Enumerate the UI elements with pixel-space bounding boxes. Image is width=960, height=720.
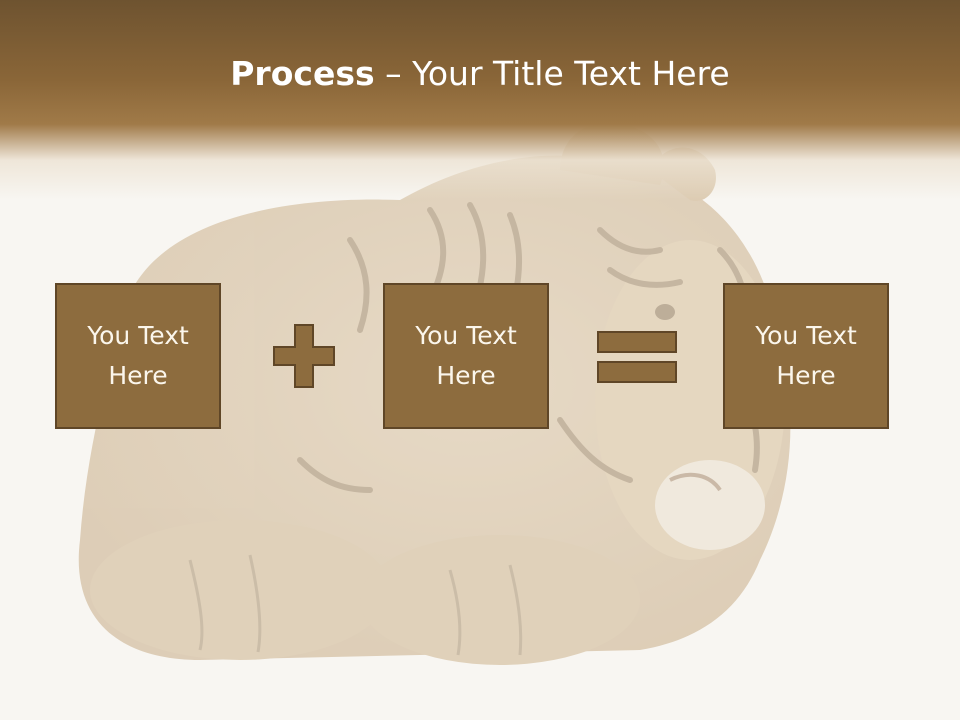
process-box-2: You Text Here bbox=[383, 283, 549, 429]
plus-icon bbox=[273, 324, 335, 388]
equals-icon bbox=[597, 331, 677, 383]
title-band bbox=[0, 0, 960, 200]
process-box-1: You Text Here bbox=[55, 283, 221, 429]
slide-title: Process – Your Title Text Here bbox=[0, 52, 960, 96]
title-bold-text: Process bbox=[230, 54, 375, 93]
process-box-1-label: You Text Here bbox=[87, 321, 189, 390]
title-rest-text: – Your Title Text Here bbox=[374, 54, 730, 93]
process-box-2-label: You Text Here bbox=[415, 321, 517, 390]
process-box-3: You Text Here bbox=[723, 283, 889, 429]
process-box-3-label: You Text Here bbox=[755, 321, 857, 390]
